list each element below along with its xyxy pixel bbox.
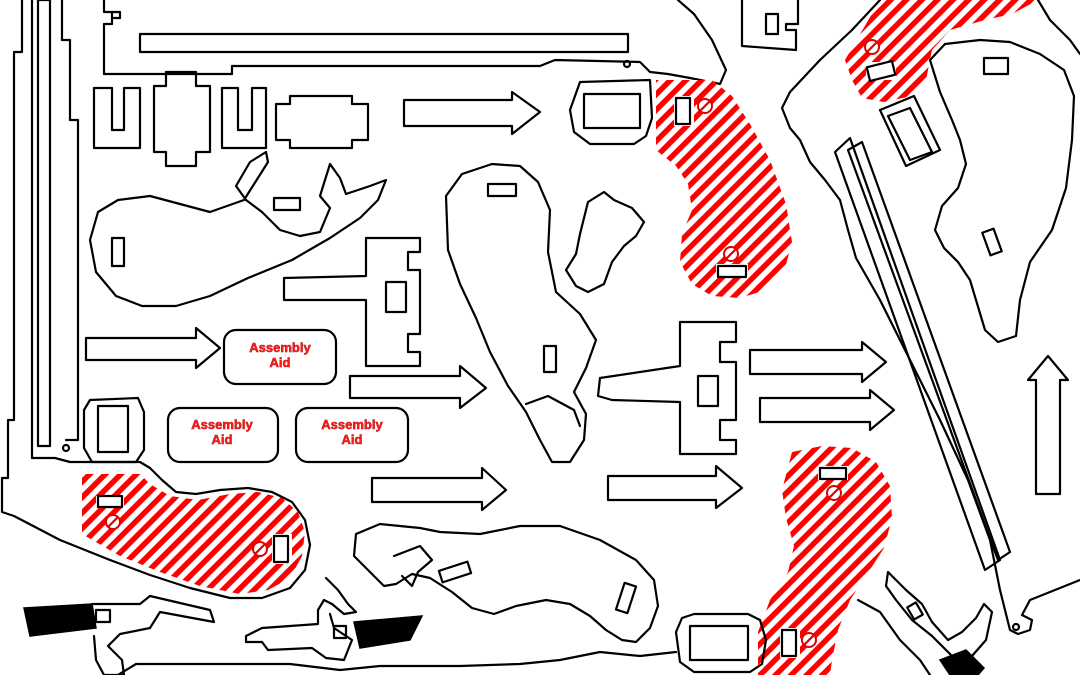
no-glue-icon xyxy=(825,484,843,502)
hatched-handle-center xyxy=(656,80,792,298)
hatched-handle-top-right xyxy=(845,0,1038,102)
arrow-part-6 xyxy=(748,340,888,384)
fork-part-1 xyxy=(92,86,142,150)
hatched-handle-left xyxy=(82,474,305,594)
bottom-edge-cut xyxy=(116,598,932,675)
assembly-aid-2: Assembly Aid xyxy=(166,406,280,464)
fork-part-2 xyxy=(220,86,268,150)
grip-part-bottom xyxy=(352,522,660,644)
trigger-part-center xyxy=(244,576,424,662)
receiver-part-bottom xyxy=(674,612,768,674)
hatched-handle-bottom-right xyxy=(758,446,892,675)
receiver-part xyxy=(568,78,654,146)
no-glue-icon xyxy=(696,97,714,115)
arrow-part-1 xyxy=(402,90,542,136)
left-frame-part xyxy=(0,0,312,600)
cross-part-1 xyxy=(152,70,212,168)
top-barrel-part xyxy=(102,0,728,86)
assembly-aid-1: Assembly Aid xyxy=(222,328,338,386)
no-glue-icon xyxy=(800,631,818,649)
assembly-aid-label: Assembly xyxy=(321,417,383,432)
assembly-aid-label: Aid xyxy=(342,432,363,447)
receiver-part-left xyxy=(82,396,146,464)
arrow-part-4 xyxy=(370,466,508,512)
slide-part xyxy=(596,320,738,456)
assembly-aid-3: Assembly Aid xyxy=(294,406,410,464)
arrow-part-vertical xyxy=(1026,354,1070,496)
bracket-part-top xyxy=(740,0,800,52)
trigger-guard-part xyxy=(282,236,422,368)
grip-part-center xyxy=(444,162,646,464)
trigger-part-right xyxy=(884,570,994,675)
assembly-aid-label: Assembly xyxy=(191,417,253,432)
no-glue-icon xyxy=(104,513,122,531)
no-glue-icon xyxy=(863,38,881,56)
grip-part-left xyxy=(88,150,388,308)
assembly-aid-label: Assembly xyxy=(249,340,311,355)
no-glue-icon xyxy=(251,540,269,558)
cross-part-2 xyxy=(274,94,370,150)
arrow-part-2 xyxy=(84,326,222,370)
no-glue-icon xyxy=(722,245,740,263)
arrow-part-5 xyxy=(606,464,744,510)
trigger-part-left xyxy=(23,594,216,675)
arrow-part-3 xyxy=(348,364,488,410)
assembly-aid-label: Aid xyxy=(270,355,291,370)
assembly-aid-label: Aid xyxy=(212,432,233,447)
right-frame-part xyxy=(780,0,1080,636)
arrow-part-7 xyxy=(758,388,896,432)
